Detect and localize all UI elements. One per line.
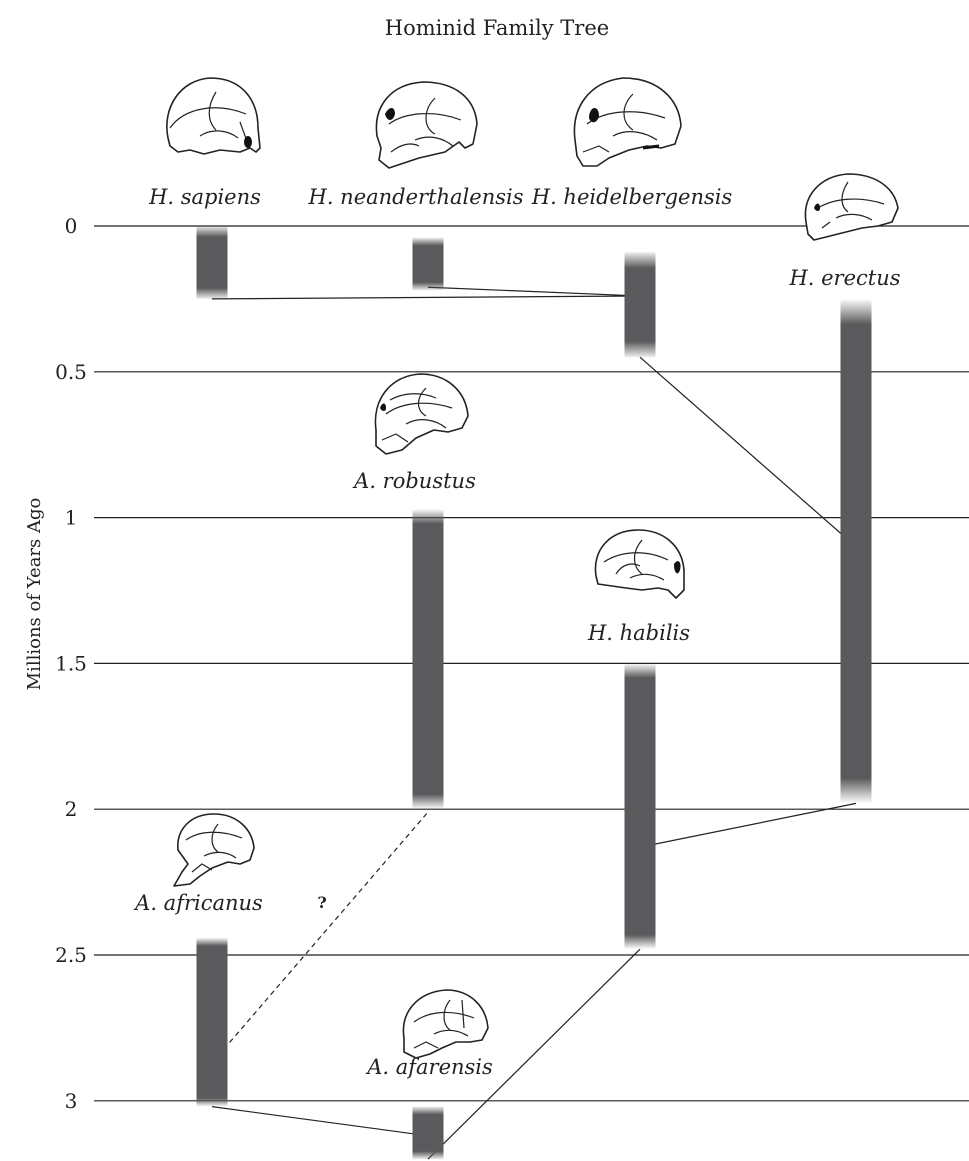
species-labels: H. sapiens H. neanderthalensis H. heidelbe… (133, 185, 901, 1079)
range-bar-h-neanderthalensis (412, 237, 444, 291)
skull-icon-h-erectus (804, 173, 899, 241)
y-tick-label: 2.5 (55, 943, 87, 967)
range-bar-h-erectus (840, 298, 872, 804)
skull-icon-h-heidelbergensis (573, 77, 682, 167)
range-bar-a-robustus (412, 508, 444, 810)
lineage-links (211, 286, 857, 1160)
y-tick-label: 0.5 (55, 360, 87, 384)
species-ranges (196, 226, 872, 1160)
lineage-link (211, 811, 429, 1064)
chart-title: Hominid Family Tree (385, 16, 609, 40)
skull-icon-a-robustus (374, 373, 469, 455)
range-bar-a-africanus (196, 937, 228, 1107)
lineage-link (427, 948, 641, 1160)
lineage-link (211, 1106, 429, 1137)
species-label-h-heidelbergensis: H. heidelbergensis (531, 185, 733, 209)
uncertain-link-annotation: ? (317, 893, 326, 912)
range-bar-h-sapiens (196, 226, 228, 299)
species-label-a-africanus: A. africanus (133, 891, 263, 915)
skull-icon-a-africanus (173, 813, 255, 887)
lineage-link (211, 295, 641, 300)
species-label-h-habilis: H. habilis (587, 621, 690, 645)
y-tick-label: 3 (65, 1089, 78, 1113)
range-bar-h-heidelbergensis (624, 252, 656, 358)
y-tick-label: 2 (65, 797, 78, 821)
y-tick-label: 1.5 (55, 651, 87, 675)
lineage-link (427, 286, 641, 297)
skull-icon-h-habilis (594, 529, 685, 599)
range-bar-h-habilis (624, 663, 656, 950)
y-tick-label: 0 (65, 214, 78, 238)
species-label-a-robustus: A. robustus (352, 469, 476, 493)
species-label-h-erectus: H. erectus (788, 266, 900, 290)
lineage-link (639, 802, 857, 848)
range-bar-a-afarensis (412, 1106, 444, 1160)
skull-icon-h-sapiens (166, 77, 261, 155)
y-axis-label: Millions of Years Ago (24, 498, 45, 691)
species-label-h-sapiens: H. sapiens (148, 185, 261, 209)
skull-icon-h-neanderthalensis (375, 81, 478, 169)
y-tick-labels: 0 0.5 1 1.5 2 2.5 3 (55, 214, 87, 1113)
lineage-link (639, 356, 857, 548)
species-label-h-neanderthalensis: H. neanderthalensis (308, 185, 524, 209)
y-tick-label: 1 (65, 506, 78, 530)
species-label-a-afarensis: A. afarensis (365, 1055, 493, 1079)
skull-icon-a-afarensis (402, 989, 489, 1059)
gridlines (94, 225, 969, 1102)
